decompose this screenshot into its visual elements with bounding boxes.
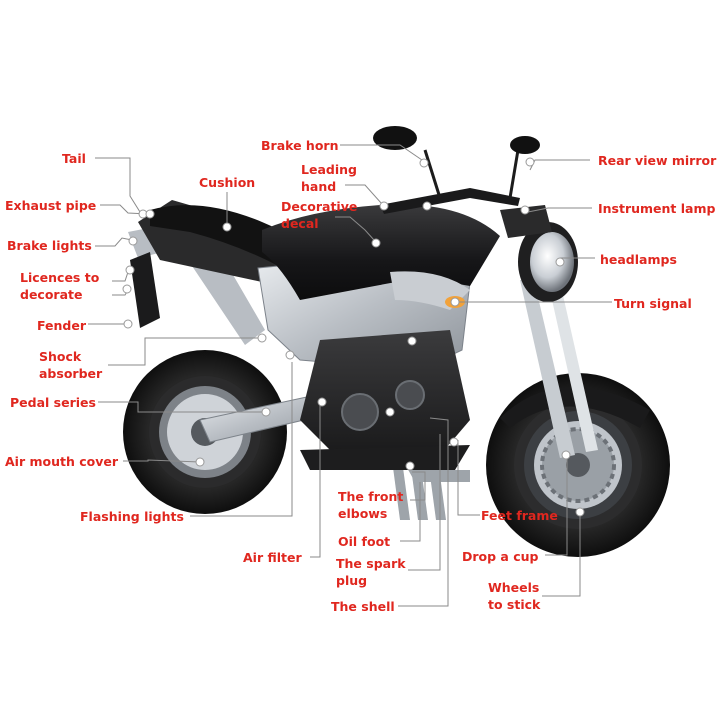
label-wheels-line1: Wheels [488, 580, 540, 595]
label-spark-plug-line2: plug [336, 573, 368, 588]
label-front-elbows-line1: The front [338, 489, 404, 504]
label-wheels-line2: to stick [488, 597, 541, 612]
label-headlamps: headlamps [600, 252, 677, 267]
label-cushion: Cushion [199, 175, 256, 190]
label-front-elbows-line2: elbows [338, 506, 388, 521]
label-feet-frame: Feet frame [481, 508, 558, 523]
label-air-mouth-cover: Air mouth cover [5, 454, 119, 469]
label-wheels-to-stick: Wheels to stick [488, 579, 540, 613]
label-the-front-elbows: The front elbows [338, 488, 403, 522]
label-licences-line1: Licences to [20, 270, 100, 285]
label-turn-signal: Turn signal [614, 296, 692, 311]
callout-dots [122, 157, 585, 517]
label-licences-to-decorate: Licences to decorate [20, 269, 99, 303]
label-decorative-decal-line1: Decorative [281, 199, 358, 214]
label-instrument-lamp: Instrument lamp [598, 201, 716, 216]
label-drop-a-cup: Drop a cup [462, 549, 539, 564]
label-decorative-decal-line2: decal [281, 216, 319, 231]
instrument-cluster [500, 205, 552, 238]
label-shock-line2: absorber [39, 366, 103, 381]
label-tail: Tail [62, 151, 86, 166]
label-exhaust-pipe: Exhaust pipe [5, 198, 97, 213]
label-leading-hand: Leading hand [301, 161, 357, 195]
label-shock-line1: Shock [39, 349, 82, 364]
label-fender: Fender [37, 318, 86, 333]
label-rear-view-mirror: Rear view mirror [598, 153, 717, 168]
label-pedal-series: Pedal series [10, 395, 96, 410]
headlamp [518, 222, 578, 302]
label-leading-hand-line1: Leading [301, 162, 357, 177]
rear-fender [130, 252, 160, 328]
label-spark-plug-line1: The spark [336, 556, 406, 571]
label-shock-absorber: Shock absorber [39, 348, 102, 382]
label-the-spark-plug: The spark plug [336, 555, 406, 589]
front-wheel [486, 373, 670, 557]
label-brake-horn: Brake horn [261, 138, 339, 153]
handlebars [380, 149, 520, 214]
label-decorative-decal: Decorative decal [281, 198, 357, 232]
leader-lines [88, 144, 612, 607]
label-leading-hand-line2: hand [301, 179, 337, 194]
label-oil-foot: Oil foot [338, 534, 391, 549]
front-forks [520, 280, 598, 458]
label-flashing-lights: Flashing lights [80, 509, 184, 524]
label-licences-line2: decorate [20, 287, 83, 302]
engine [300, 330, 470, 520]
label-air-filter: Air filter [243, 550, 302, 565]
label-brake-lights: Brake lights [7, 238, 92, 253]
label-the-shell: The shell [331, 599, 395, 614]
mirrors [373, 126, 540, 154]
